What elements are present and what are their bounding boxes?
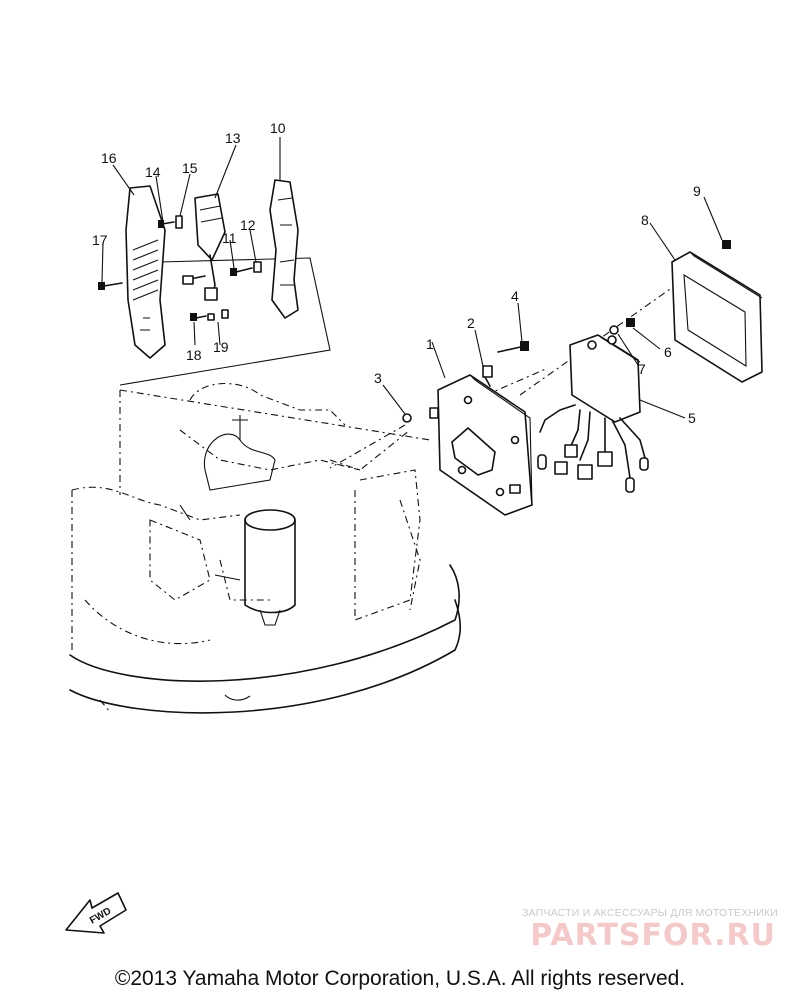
part-13-rectifier bbox=[182, 193, 226, 301]
part-8-cover-plate bbox=[671, 251, 763, 383]
callout-9: 9 bbox=[693, 183, 701, 199]
fwd-direction-arrow: FWD bbox=[65, 892, 127, 934]
callout-8: 8 bbox=[641, 212, 649, 228]
callout-15: 15 bbox=[182, 160, 198, 176]
callout-14: 14 bbox=[145, 164, 161, 180]
callout-6: 6 bbox=[664, 344, 672, 360]
part-5-cdi-unit bbox=[537, 334, 649, 493]
callout-4: 4 bbox=[511, 288, 519, 304]
part-10-bracket bbox=[269, 179, 299, 319]
callout-3: 3 bbox=[374, 370, 382, 386]
part-16-cover bbox=[125, 185, 166, 359]
part-1-igniter-plate bbox=[429, 374, 533, 516]
screws-and-washers bbox=[402, 240, 731, 423]
callout-13: 13 bbox=[225, 130, 241, 146]
callout-19: 19 bbox=[213, 339, 229, 355]
callout-5: 5 bbox=[688, 410, 696, 426]
callout-11: 11 bbox=[222, 230, 237, 246]
callout-18: 18 bbox=[186, 347, 202, 363]
watermark-tagline: ЗАПЧАСТИ И АКСЕССУАРЫ ДЛЯ МОТОТЕХНИКИ bbox=[522, 907, 778, 919]
engine-outline bbox=[69, 383, 462, 714]
watermark-brand: PARTSFOR.RU bbox=[530, 918, 776, 953]
copyright-notice: ©2013 Yamaha Motor Corporation, U.S.A. A… bbox=[114, 967, 686, 990]
callout-7: 7 bbox=[638, 361, 646, 377]
callout-12: 12 bbox=[240, 217, 256, 233]
callout-17: 17 bbox=[92, 232, 108, 248]
callout-10: 10 bbox=[270, 120, 286, 136]
small-fasteners-inset bbox=[98, 215, 262, 321]
callout-numbers: 1 2 3 4 5 6 7 8 9 10 11 12 13 14 15 16 1… bbox=[92, 120, 701, 426]
callout-16: 16 bbox=[101, 150, 117, 166]
callout-leaders bbox=[101, 137, 723, 419]
assembly-leader-lines bbox=[119, 257, 691, 469]
callout-1: 1 bbox=[426, 336, 434, 352]
callout-2: 2 bbox=[467, 315, 475, 331]
